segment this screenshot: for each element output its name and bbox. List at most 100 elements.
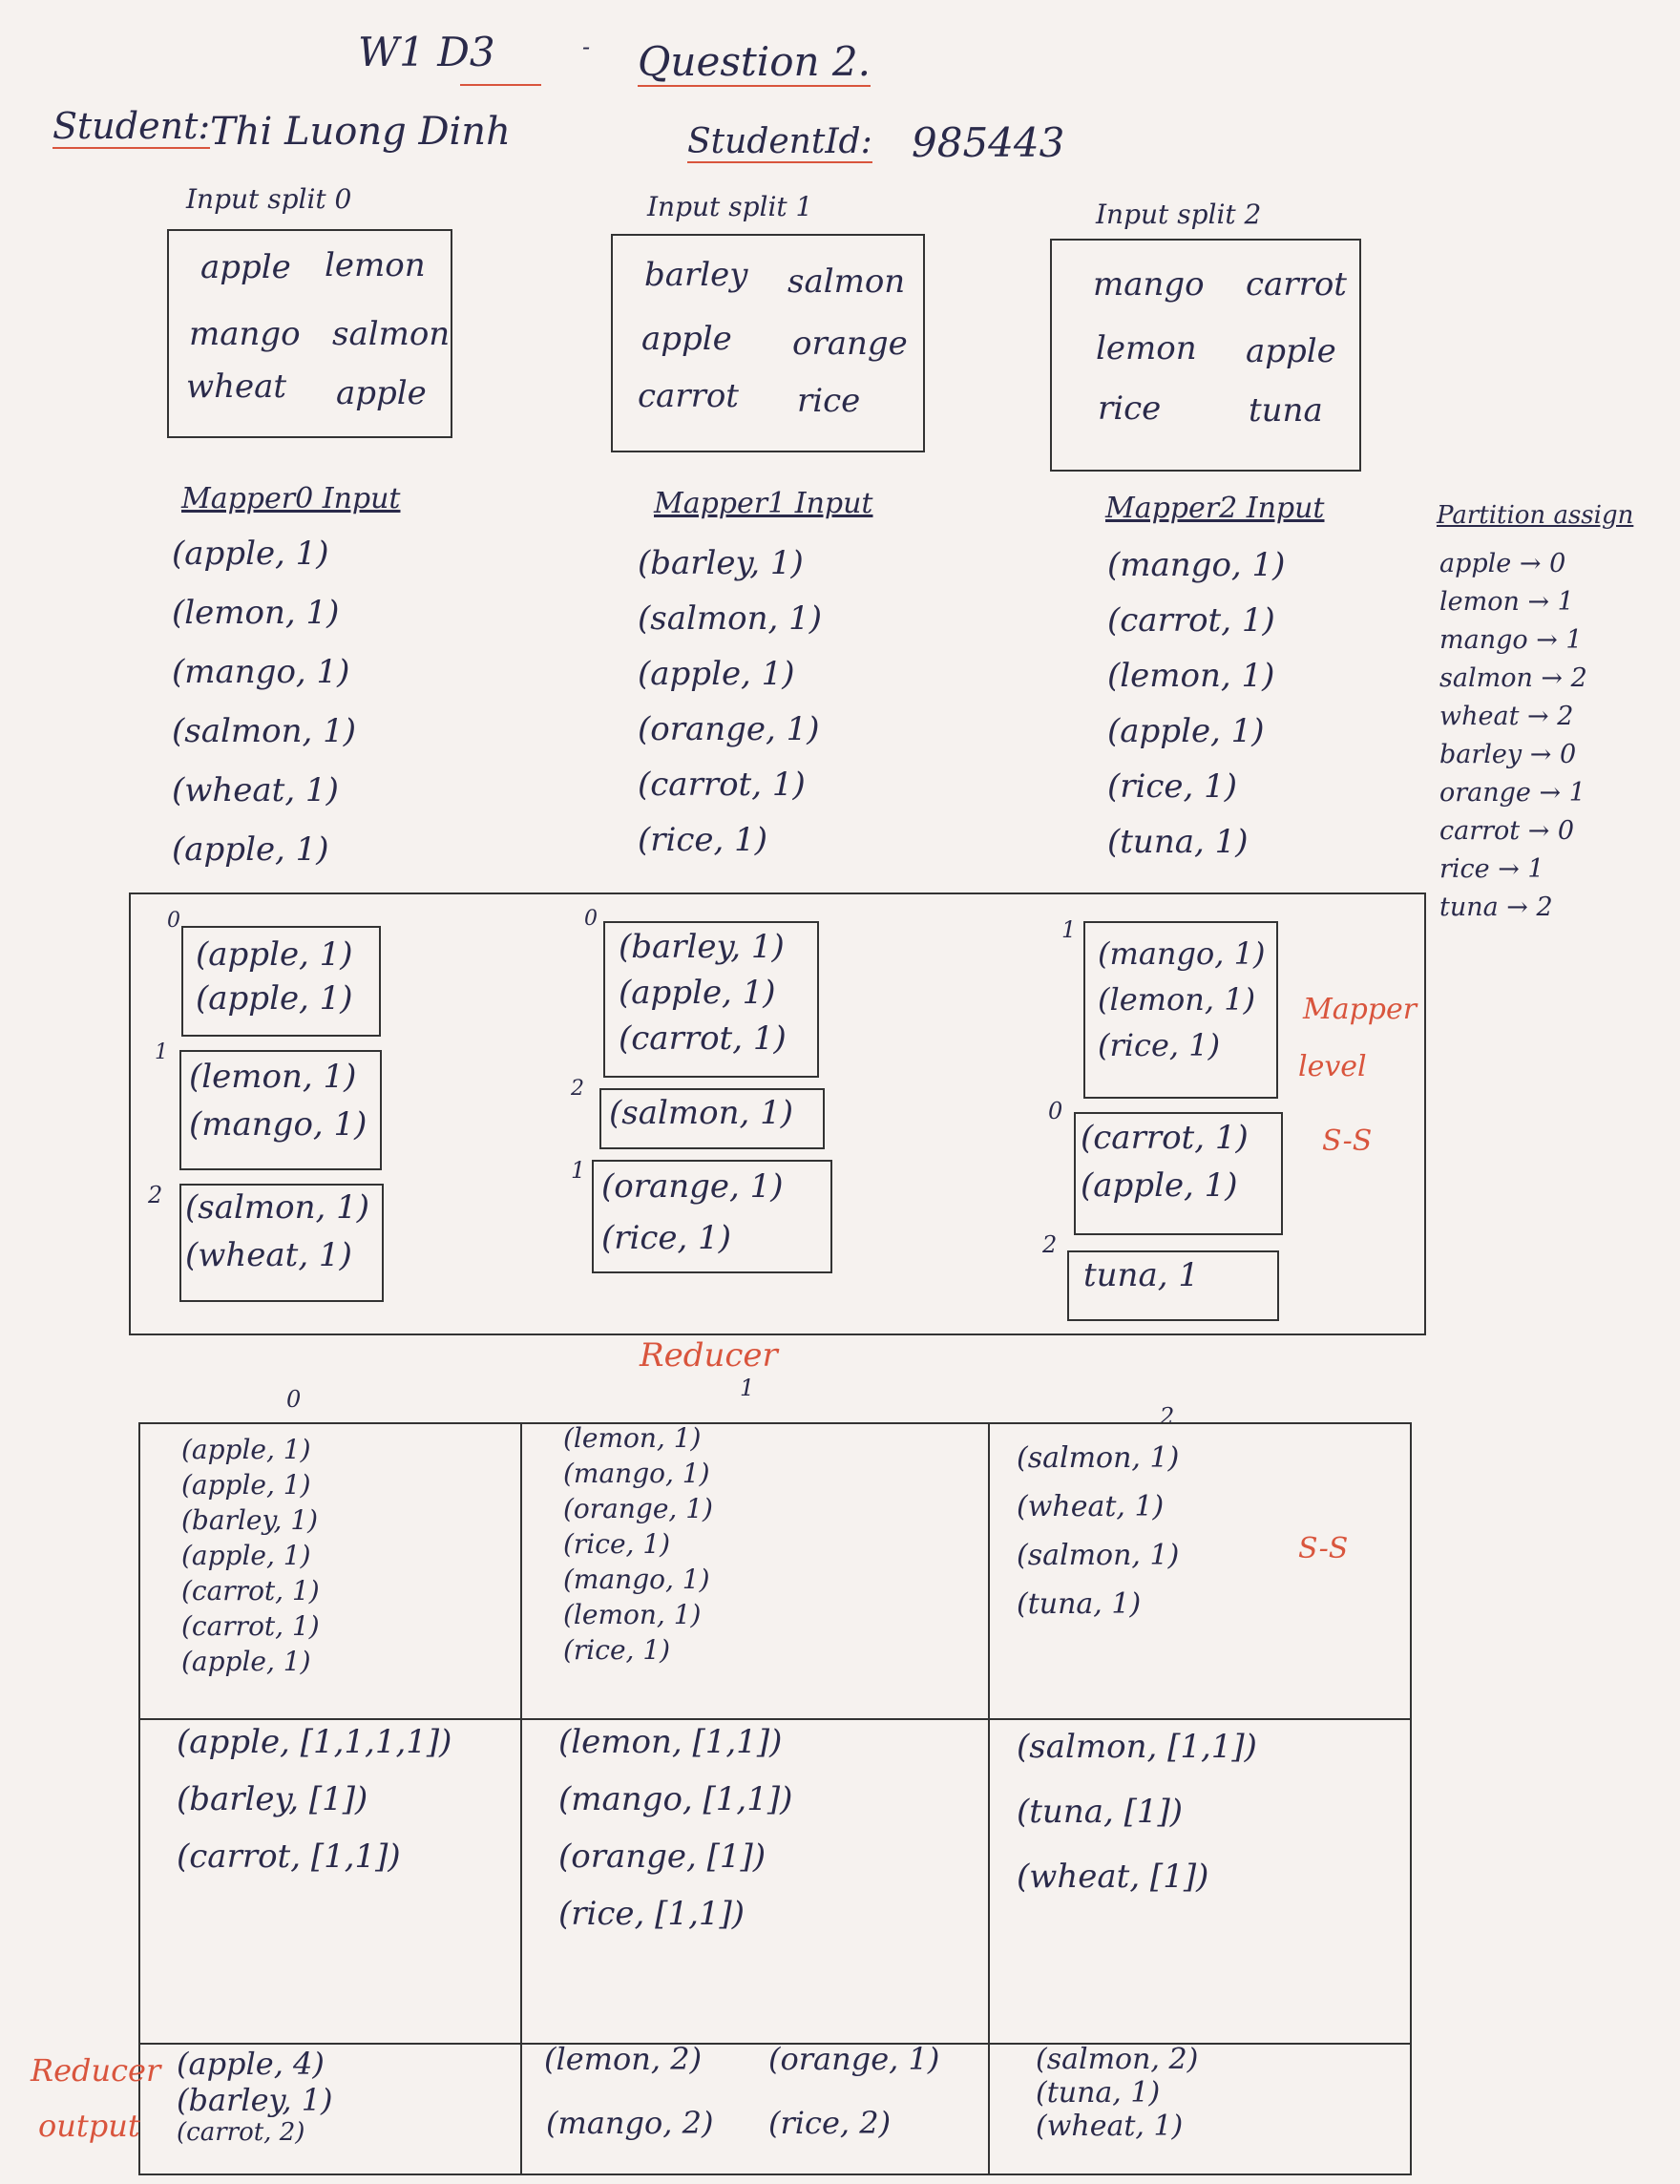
pair: (orange, [1])	[558, 1838, 766, 1876]
partition-pairs: (carrot, 1) (apple, 1)	[1081, 1119, 1249, 1205]
pair: (rice, 1)	[601, 1219, 732, 1257]
split-0-label: Input split 0	[186, 183, 352, 215]
mapper-0-input-label: Mapper0 Input	[181, 482, 401, 515]
split-word: tuna	[1249, 391, 1323, 430]
partition-box	[181, 926, 381, 1037]
pair: (apple, 1)	[1081, 1166, 1238, 1205]
pair: (rice, 1)	[563, 1528, 671, 1560]
split-0-box	[167, 229, 452, 438]
pair: (mango, [1,1])	[558, 1780, 793, 1818]
student-name: Thi Luong Dinh	[210, 110, 511, 154]
partition-box	[603, 921, 819, 1078]
partition-box	[1074, 1112, 1283, 1235]
pair: (lemon, 1)	[172, 594, 340, 632]
split-1-box	[611, 234, 925, 452]
student-label: Student:	[52, 105, 211, 149]
pair: (lemon, 2)	[544, 2041, 703, 2077]
partition-num: 2	[571, 1077, 584, 1101]
split-word: apple	[1246, 332, 1336, 370]
partition-pairs: (apple, 1) (apple, 1)	[196, 935, 353, 1018]
mapper-2-input-label: Mapper2 Input	[1105, 492, 1325, 525]
pair: (carrot, [1,1])	[177, 1838, 401, 1876]
partition-num: 0	[167, 909, 180, 933]
pair: (barley, 1)	[619, 928, 785, 966]
reducer-num: 1	[740, 1375, 755, 1401]
reducer-label: Reducer	[640, 1336, 778, 1375]
pair: (salmon, 1)	[172, 712, 356, 750]
pair: (carrot, 1)	[619, 1019, 787, 1058]
partition-num: 1	[155, 1040, 168, 1064]
pair: (apple, [1,1,1,1])	[177, 1723, 452, 1761]
partition-item: apple → 0	[1439, 549, 1566, 578]
pair: (salmon, 1)	[1017, 1441, 1180, 1475]
mapper-level-frame	[129, 892, 1426, 1335]
mapper-2-input-list: (mango, 1) (carrot, 1) (lemon, 1) (apple…	[1107, 546, 1285, 861]
mapper-level-note: level	[1298, 1050, 1367, 1083]
pair: (lemon, 1)	[1098, 981, 1256, 1018]
partition-pairs: (barley, 1) (apple, 1) (carrot, 1)	[619, 928, 787, 1058]
split-word: barley	[644, 256, 748, 294]
split-word: orange	[792, 325, 908, 363]
pair: (carrot, 1)	[1107, 601, 1275, 640]
pair: (orange, 1)	[601, 1167, 784, 1206]
student-id-value: 985443	[912, 119, 1065, 166]
partition-item: wheat → 2	[1439, 702, 1574, 731]
reducer-num: 0	[286, 1386, 302, 1413]
pair: (salmon, 1)	[185, 1188, 369, 1227]
pair: (carrot, 2)	[177, 2118, 305, 2147]
split-word: carrot	[1246, 265, 1347, 304]
split-word: lemon	[1096, 329, 1197, 368]
split-2-box	[1050, 239, 1361, 472]
split-word: salmon	[332, 315, 451, 353]
reducer-0-shuffle: (apple, 1) (apple, 1) (barley, 1) (apple…	[181, 1434, 320, 1677]
title-right: Question 2.	[638, 38, 871, 87]
title-left: W1 D3	[358, 29, 495, 75]
pair: (mango, 1)	[172, 653, 350, 691]
partition-item: lemon → 1	[1439, 587, 1574, 617]
reducer-output-label: output	[38, 2108, 140, 2144]
pair: (carrot, 1)	[181, 1575, 320, 1606]
pair: (rice, 1)	[638, 821, 768, 859]
pair: (rice, 1)	[563, 1634, 671, 1666]
split-word: carrot	[638, 377, 739, 415]
pair: (apple, 1)	[619, 974, 776, 1012]
partition-num: 1	[571, 1157, 586, 1184]
partition-num: 1	[1061, 916, 1077, 943]
partition-item: barley → 0	[1439, 740, 1577, 769]
pair: (lemon, 1)	[189, 1058, 357, 1096]
split-word: salmon	[788, 262, 906, 301]
pair: (mango, 1)	[563, 1564, 710, 1595]
reducer-0-output: (apple, 4) (barley, 1) (carrot, 2)	[177, 2046, 333, 2147]
pair: (mango, 1)	[189, 1105, 368, 1144]
partition-box	[1083, 921, 1278, 1099]
pair: (wheat, 1)	[185, 1236, 352, 1274]
pair: (wheat, 1)	[1017, 1490, 1165, 1523]
partition-num: 2	[1042, 1231, 1058, 1258]
partition-item: tuna → 2	[1439, 892, 1553, 922]
pair: (carrot, 1)	[638, 766, 806, 804]
partition-item: rice → 1	[1439, 854, 1544, 884]
split-2-label: Input split 2	[1096, 199, 1262, 230]
partition-item: carrot → 0	[1439, 816, 1575, 846]
reducer-col-divider	[520, 1422, 522, 2174]
student-id-label: StudentId:	[687, 122, 872, 163]
title-underline	[460, 84, 541, 86]
pair: (mango, 1)	[563, 1458, 710, 1489]
pair: (orange, 1)	[768, 2041, 940, 2077]
split-word: rice	[797, 382, 861, 420]
pair: (tuna, 1)	[1036, 2076, 1161, 2110]
pair: (apple, 1)	[172, 830, 329, 869]
pair: (barley, 1)	[181, 1504, 319, 1536]
partition-box	[179, 1184, 384, 1302]
partition-box	[1067, 1250, 1279, 1321]
split-word: rice	[1098, 389, 1162, 428]
pair: (rice, 2)	[768, 2105, 892, 2141]
partition-box	[599, 1088, 825, 1149]
partition-pairs: (orange, 1) (rice, 1)	[601, 1167, 784, 1257]
pair: (apple, 1)	[181, 1469, 311, 1501]
split-word: apple	[200, 248, 291, 286]
pair: (salmon, 1)	[609, 1094, 793, 1132]
pair: (lemon, 1)	[1107, 657, 1275, 695]
reducer-row-divider	[138, 2043, 1410, 2045]
pair: (tuna, 1)	[1107, 823, 1249, 861]
